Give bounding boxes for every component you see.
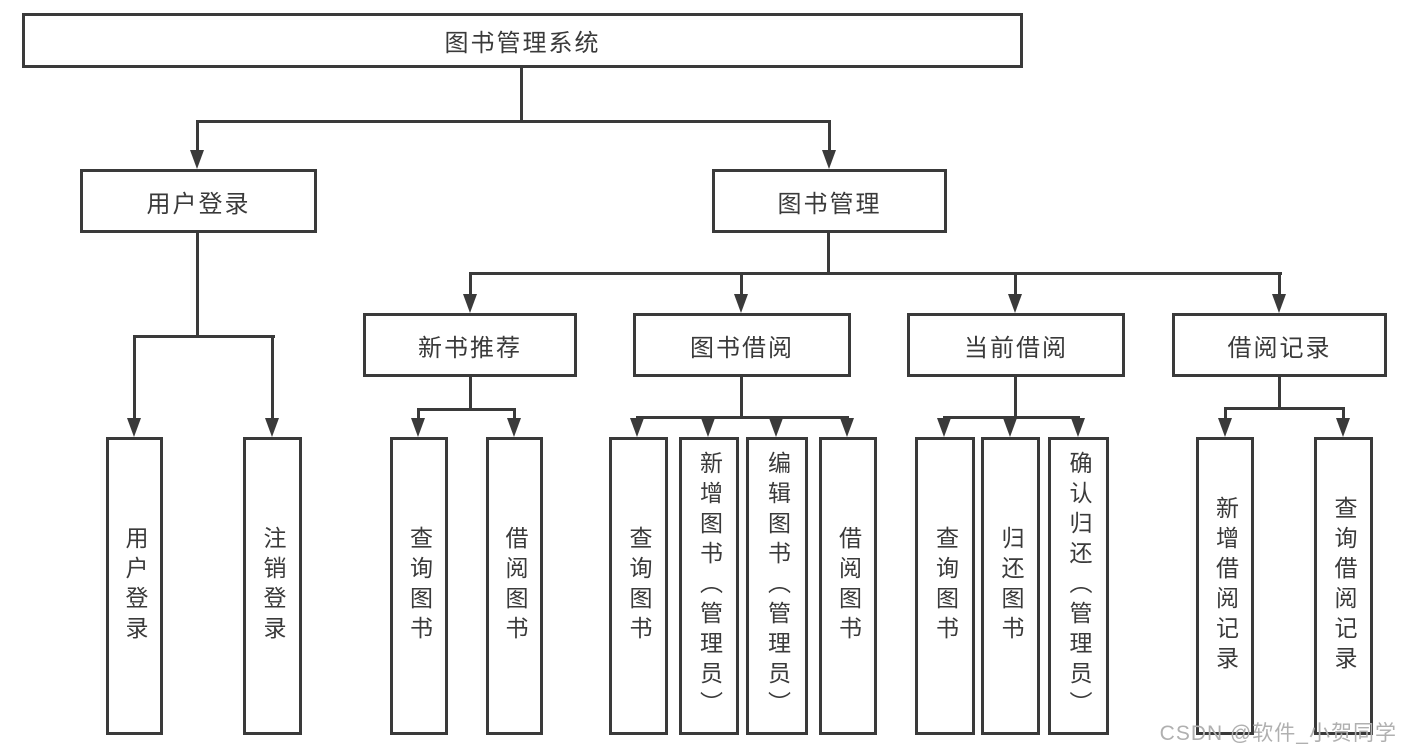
- arrow-down-icon: [507, 418, 521, 437]
- connector-book-mgmt-drop-3: [1014, 272, 1017, 297]
- arrow-down-icon: [1218, 418, 1232, 437]
- arrow-down-icon: [840, 418, 854, 437]
- arrow-down-icon: [701, 418, 715, 437]
- connector-book-borrow-stem: [740, 377, 743, 416]
- connector-root-right-drop: [828, 120, 831, 153]
- connector-current-borrow-stem: [1014, 377, 1017, 416]
- connector-book-mgmt-drop-1: [469, 272, 472, 297]
- connector-root-left-drop: [196, 120, 199, 153]
- arrow-down-icon: [1003, 418, 1017, 437]
- node-library-management-system: 图书管理系统: [22, 13, 1023, 68]
- arrow-down-icon: [769, 418, 783, 437]
- leaf-query-books-recommend: 查询图书: [390, 437, 448, 735]
- leaf-label: 用户登录: [122, 526, 148, 646]
- node-label: 借阅记录: [1227, 334, 1332, 362]
- connector-new-book-drop-2: [513, 408, 516, 420]
- node-borrowing-records: 借阅记录: [1172, 313, 1387, 377]
- node-user-login: 用户登录: [80, 169, 317, 233]
- node-book-management: 图书管理: [712, 169, 947, 233]
- connector-book-borrow-hline: [636, 416, 849, 419]
- node-new-book-recommendation: 新书推荐: [363, 313, 577, 377]
- leaf-add-borrow-record: 新增借阅记录: [1196, 437, 1254, 735]
- leaf-label: 注销登录: [260, 526, 286, 646]
- leaf-label: 查询图书: [626, 526, 652, 646]
- arrow-down-icon: [1272, 294, 1286, 313]
- leaf-label: 查询图书: [406, 526, 433, 646]
- connector-book-mgmt-hline: [469, 272, 1282, 275]
- arrow-down-icon: [1336, 418, 1350, 437]
- arrow-down-icon: [127, 418, 141, 437]
- arrow-down-icon: [822, 150, 836, 169]
- leaf-label: 新增借阅记录: [1212, 496, 1239, 676]
- node-current-borrowing: 当前借阅: [907, 313, 1125, 377]
- connector-borrow-records-drop-2: [1342, 407, 1345, 422]
- arrow-down-icon: [1008, 294, 1022, 313]
- arrow-down-icon: [734, 294, 748, 313]
- connector-user-login-drop-2: [271, 335, 274, 420]
- leaf-query-books-current: 查询图书: [915, 437, 975, 735]
- connector-new-book-hline: [417, 408, 516, 411]
- leaf-label: 新增图书（管理员）: [696, 451, 723, 721]
- leaf-label: 查询借阅记录: [1331, 496, 1357, 676]
- connector-root-stem: [520, 68, 523, 120]
- connector-book-mgmt-drop-4: [1278, 272, 1281, 297]
- connector-new-book-drop-1: [417, 408, 420, 420]
- leaf-user-login: 用户登录: [106, 437, 163, 735]
- connector-book-mgmt-stem: [827, 233, 830, 272]
- leaf-query-books-borrowing: 查询图书: [609, 437, 668, 735]
- leaf-borrow-books-recommend: 借阅图书: [486, 437, 543, 735]
- csdn-watermark: CSDN @软件_小贺同学: [1159, 722, 1397, 745]
- arrow-down-icon: [630, 418, 644, 437]
- connector-new-book-stem: [469, 377, 472, 408]
- node-label: 新书推荐: [418, 334, 522, 362]
- arrow-down-icon: [190, 150, 204, 169]
- leaf-query-borrow-record: 查询借阅记录: [1314, 437, 1373, 735]
- connector-borrow-records-stem: [1278, 377, 1281, 407]
- arrow-down-icon: [265, 418, 279, 437]
- connector-user-login-stem: [196, 233, 199, 335]
- leaf-add-books-admin: 新增图书（管理员）: [679, 437, 739, 735]
- arrow-down-icon: [937, 418, 951, 437]
- leaf-return-books: 归还图书: [981, 437, 1040, 735]
- leaf-confirm-return-admin: 确认归还（管理员）: [1048, 437, 1109, 735]
- connector-user-login-hline: [133, 335, 275, 338]
- leaf-edit-books-admin: 编辑图书（管理员）: [746, 437, 808, 735]
- connector-borrow-records-hline: [1224, 407, 1345, 410]
- node-label: 图书借阅: [690, 334, 794, 362]
- connector-user-login-drop-1: [133, 335, 136, 420]
- connector-borrow-records-drop-1: [1224, 407, 1227, 422]
- node-book-borrowing: 图书借阅: [633, 313, 851, 377]
- leaf-borrow-books: 借阅图书: [819, 437, 877, 735]
- arrow-down-icon: [1071, 418, 1085, 437]
- leaf-label: 借阅图书: [835, 526, 862, 646]
- leaf-label: 借阅图书: [502, 526, 528, 646]
- leaf-label: 归还图书: [998, 526, 1024, 646]
- node-label: 用户登录: [146, 190, 251, 218]
- arrow-down-icon: [411, 418, 425, 437]
- node-label: 图书管理: [777, 190, 882, 218]
- leaf-label: 确认归还（管理员）: [1066, 451, 1092, 721]
- leaf-label: 编辑图书（管理员）: [764, 451, 791, 721]
- arrow-down-icon: [463, 294, 477, 313]
- connector-book-mgmt-drop-2: [740, 272, 743, 297]
- leaf-logout: 注销登录: [243, 437, 302, 735]
- node-label: 图书管理系统: [444, 30, 601, 57]
- leaf-label: 查询图书: [932, 526, 959, 646]
- node-label: 当前借阅: [964, 334, 1068, 362]
- connector-root-hline: [196, 120, 831, 123]
